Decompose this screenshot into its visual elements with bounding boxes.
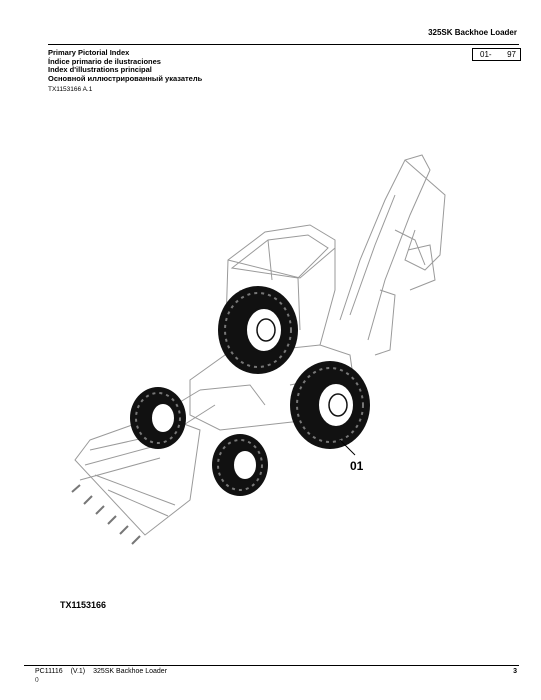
footer-title: 325SK Backhoe Loader <box>93 668 168 675</box>
tire-front-left <box>130 387 186 449</box>
bucket-teeth <box>71 484 141 545</box>
page-section: 01- <box>480 50 492 59</box>
reference-code: TX1153166 A.1 <box>48 86 93 93</box>
index-title-fr: Index d'illustrations principal <box>48 65 152 75</box>
footer-page-number: 3 <box>513 668 517 675</box>
index-titles: Primary Pictorial Index Índice primario … <box>48 48 203 83</box>
index-title-es: Índice primario de ilustraciones <box>48 56 161 66</box>
callout-label: 01 <box>350 459 364 473</box>
header-rule <box>48 44 519 45</box>
callout-leader-line <box>339 439 356 456</box>
figure-label: TX1153166 <box>60 600 107 610</box>
footer-sub: () <box>35 677 39 683</box>
footer-doc-id: PC11116 <box>35 668 63 675</box>
footer-version: (V.1) <box>70 668 86 675</box>
tire-rear-left <box>218 286 298 374</box>
header-title: 325SK Backhoe Loader <box>428 28 517 37</box>
page-reference-box: 01- 97 <box>472 48 521 61</box>
page-number: 97 <box>507 50 516 59</box>
footer-rule <box>24 665 519 666</box>
backhoe-loader-illustration: 01 <box>71 154 446 545</box>
footer-info: PC11116 (V.1) 325SK Backhoe Loader <box>35 668 173 675</box>
tire-front-right <box>212 434 268 496</box>
index-title-ru: Основной иллюстрированный указатель <box>48 73 203 83</box>
index-title-en: Primary Pictorial Index <box>48 48 130 57</box>
tire-rear-right <box>290 361 370 449</box>
